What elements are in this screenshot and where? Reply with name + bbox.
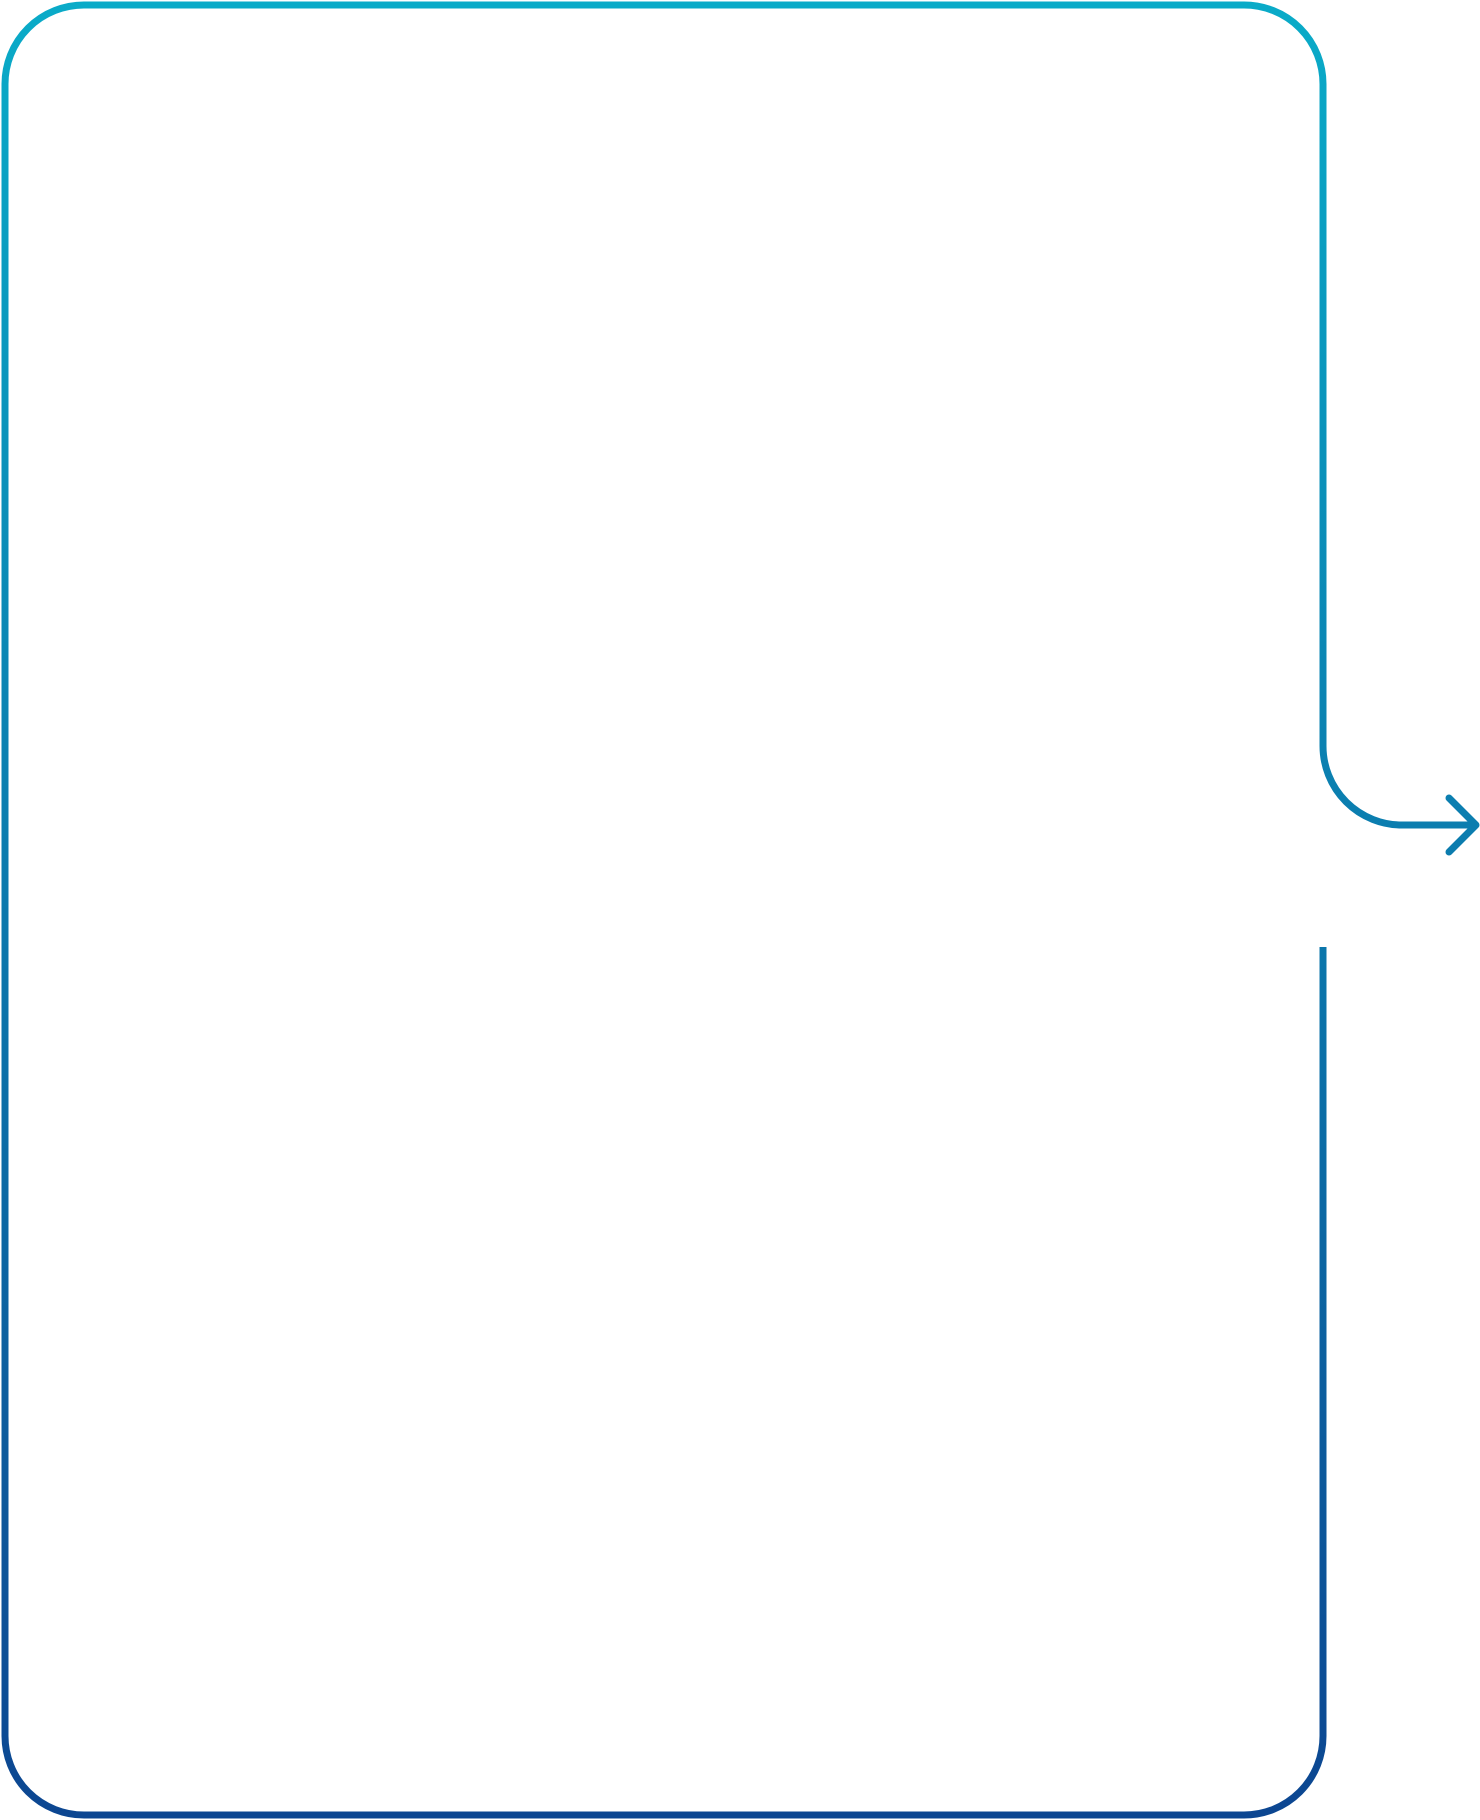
- arrow-right-icon: [1445, 794, 1480, 856]
- frame-lower-body: [1, 84, 1327, 1819]
- frame-upper-branch: [1, 1, 1478, 829]
